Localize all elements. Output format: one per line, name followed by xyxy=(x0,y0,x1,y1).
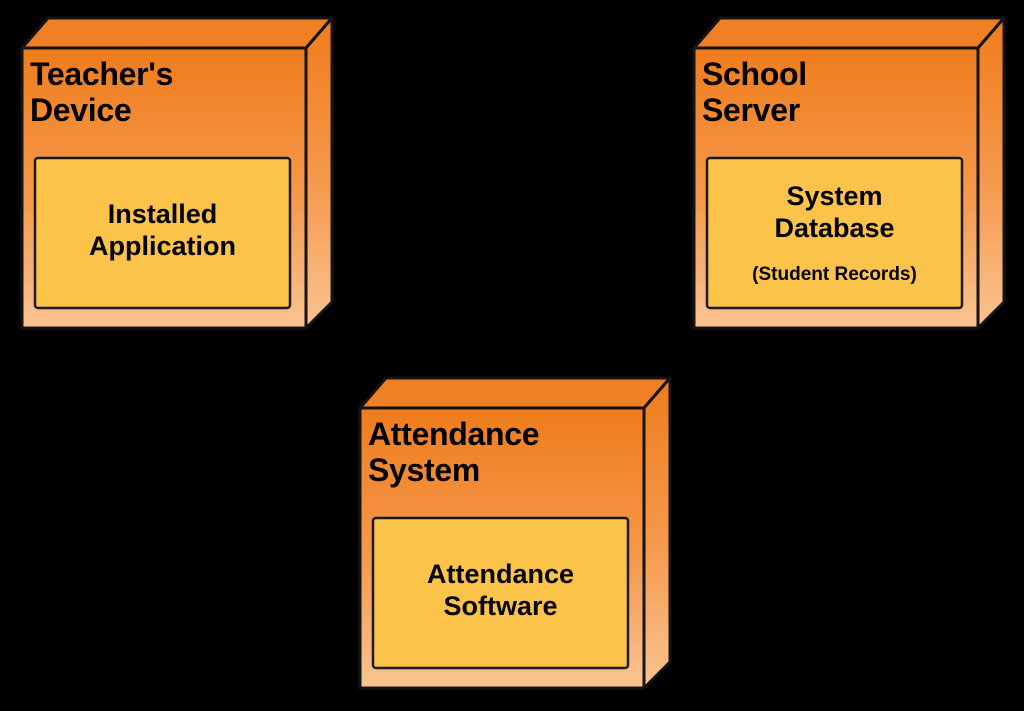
artifact-box-installed-application[interactable] xyxy=(33,156,292,310)
artifact-box-attendance-software[interactable] xyxy=(371,516,630,670)
artifact-box-system-database[interactable] xyxy=(705,156,964,310)
node-top-face xyxy=(20,16,334,50)
node-attendance-system-shape xyxy=(358,376,679,699)
node-top-face xyxy=(358,376,672,410)
node-side-face xyxy=(976,16,1006,330)
node-teachers-device[interactable]: Teacher's Device Installed Application xyxy=(16,12,346,339)
node-teachers-device-shape xyxy=(20,16,341,339)
node-attendance-system[interactable]: Attendance System Attendance Software xyxy=(354,372,684,699)
node-school-server[interactable]: School Server System Database (Student R… xyxy=(688,12,1018,339)
node-school-server-shape xyxy=(692,16,1013,339)
node-top-face xyxy=(692,16,1006,50)
node-side-face xyxy=(642,376,672,690)
node-side-face xyxy=(304,16,334,330)
